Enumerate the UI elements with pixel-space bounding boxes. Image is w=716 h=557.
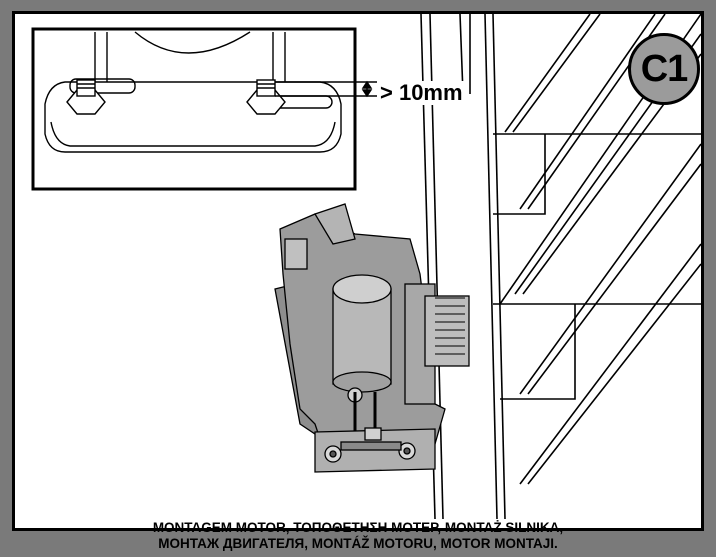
installation-diagram [31,14,701,520]
left-nut [66,79,106,115]
right-nut [246,79,286,115]
motor-base-plate [44,81,342,153]
dimension-label: > 10mm [378,80,465,105]
caption-line-2: МОНТАЖ ДВИГАТЕЛЯ, MONTÁŽ MOTORU, MOTOR M… [158,536,558,551]
motor-cylinder [332,274,392,393]
motor-unit [274,203,470,473]
base-bolts [324,442,416,463]
figure-caption: MONTAGEM MOTOR, ΤΟΠΟΘΕΤΗΣΗ ΜΟΤΕΡ, MONTAŻ… [0,520,716,552]
illustration-frame: > 10mm C1 [12,11,704,531]
gate-post-edge [484,14,498,520]
inset-detail-box [31,27,377,191]
dimension-arrow [361,80,373,98]
caption-line-1: MONTAGEM MOTOR, ΤΟΠΟΘΕΤΗΣΗ ΜΟΤΕΡ, MONTAŻ… [152,520,564,535]
motor-body-arc [134,31,251,54]
gate-post-edge [492,14,506,520]
step-badge: C1 [628,33,700,105]
